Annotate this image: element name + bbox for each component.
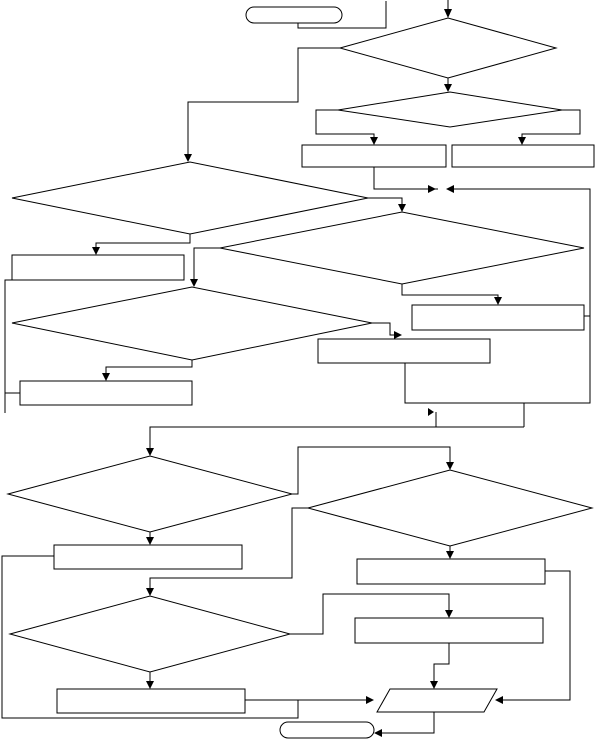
connector-to-d6 — [149, 426, 524, 450]
process-8b — [354, 617, 544, 644]
arrowhead — [446, 551, 454, 559]
arrowhead — [444, 84, 452, 92]
connector-d4-p4a — [401, 284, 499, 299]
connector-output-end — [380, 712, 435, 734]
connector-p2a-merge — [373, 167, 438, 190]
connector-d2-left — [315, 109, 375, 139]
end-terminal — [279, 721, 375, 739]
arrowhead — [370, 137, 378, 145]
arrowhead — [146, 448, 154, 456]
connector-left-loop-1 — [4, 279, 12, 413]
process-4a — [411, 304, 585, 331]
arrowhead — [92, 247, 100, 255]
connector-d5-p4b — [372, 322, 395, 336]
arrowhead — [146, 537, 154, 545]
decision-2 — [337, 91, 563, 128]
connector-p4b-down — [404, 363, 524, 404]
process-3a — [11, 254, 185, 281]
connector-d1-d3 — [187, 47, 340, 155]
process-8a — [56, 688, 246, 714]
arrowhead — [495, 696, 503, 704]
connector-d4-d5 — [193, 247, 220, 281]
arrowhead — [102, 373, 110, 381]
arrowhead — [184, 154, 192, 162]
arrowhead — [146, 588, 154, 596]
decision-6 — [6, 455, 294, 533]
arrowhead — [146, 681, 154, 689]
process-7a — [356, 558, 546, 585]
arrowhead — [428, 408, 434, 416]
decision-3 — [11, 161, 369, 235]
process-2a — [301, 144, 447, 168]
decision-8 — [8, 595, 292, 673]
connector-d7-d8 — [149, 507, 308, 590]
connector-right-return — [522, 188, 591, 317]
connector-p8b-output — [433, 643, 450, 683]
connector-start-loop — [297, 1, 387, 29]
decision-4 — [219, 211, 585, 285]
decision-1 — [338, 17, 558, 79]
arrowhead — [444, 9, 452, 18]
arrowhead — [446, 462, 454, 470]
arrowhead — [494, 297, 502, 305]
arrowhead — [374, 729, 382, 737]
arrowhead — [366, 696, 374, 704]
arrowhead — [398, 204, 406, 212]
start-terminal — [245, 6, 343, 24]
output-parallelogram — [376, 688, 498, 713]
process-6a — [53, 544, 243, 570]
arrowhead — [394, 331, 402, 339]
connector-d2-right — [521, 109, 581, 139]
connector-d3-p3a — [95, 234, 191, 249]
connector-d5-p5a — [105, 360, 193, 375]
connector-d6-d7 — [292, 446, 451, 495]
decision-7 — [306, 469, 594, 547]
connector-d3-d4 — [368, 197, 403, 206]
arrowhead — [445, 610, 453, 618]
process-4b — [317, 338, 491, 364]
arrowhead — [428, 185, 436, 193]
arrowhead — [430, 681, 438, 689]
arrowhead — [446, 185, 454, 193]
connector-p7a-output — [503, 570, 571, 701]
arrowhead — [518, 137, 526, 145]
arrowhead — [190, 279, 198, 287]
connector-d8-p8b — [290, 593, 450, 635]
process-5a — [19, 380, 193, 406]
process-2b — [451, 144, 595, 168]
connector-right-down — [524, 316, 591, 404]
